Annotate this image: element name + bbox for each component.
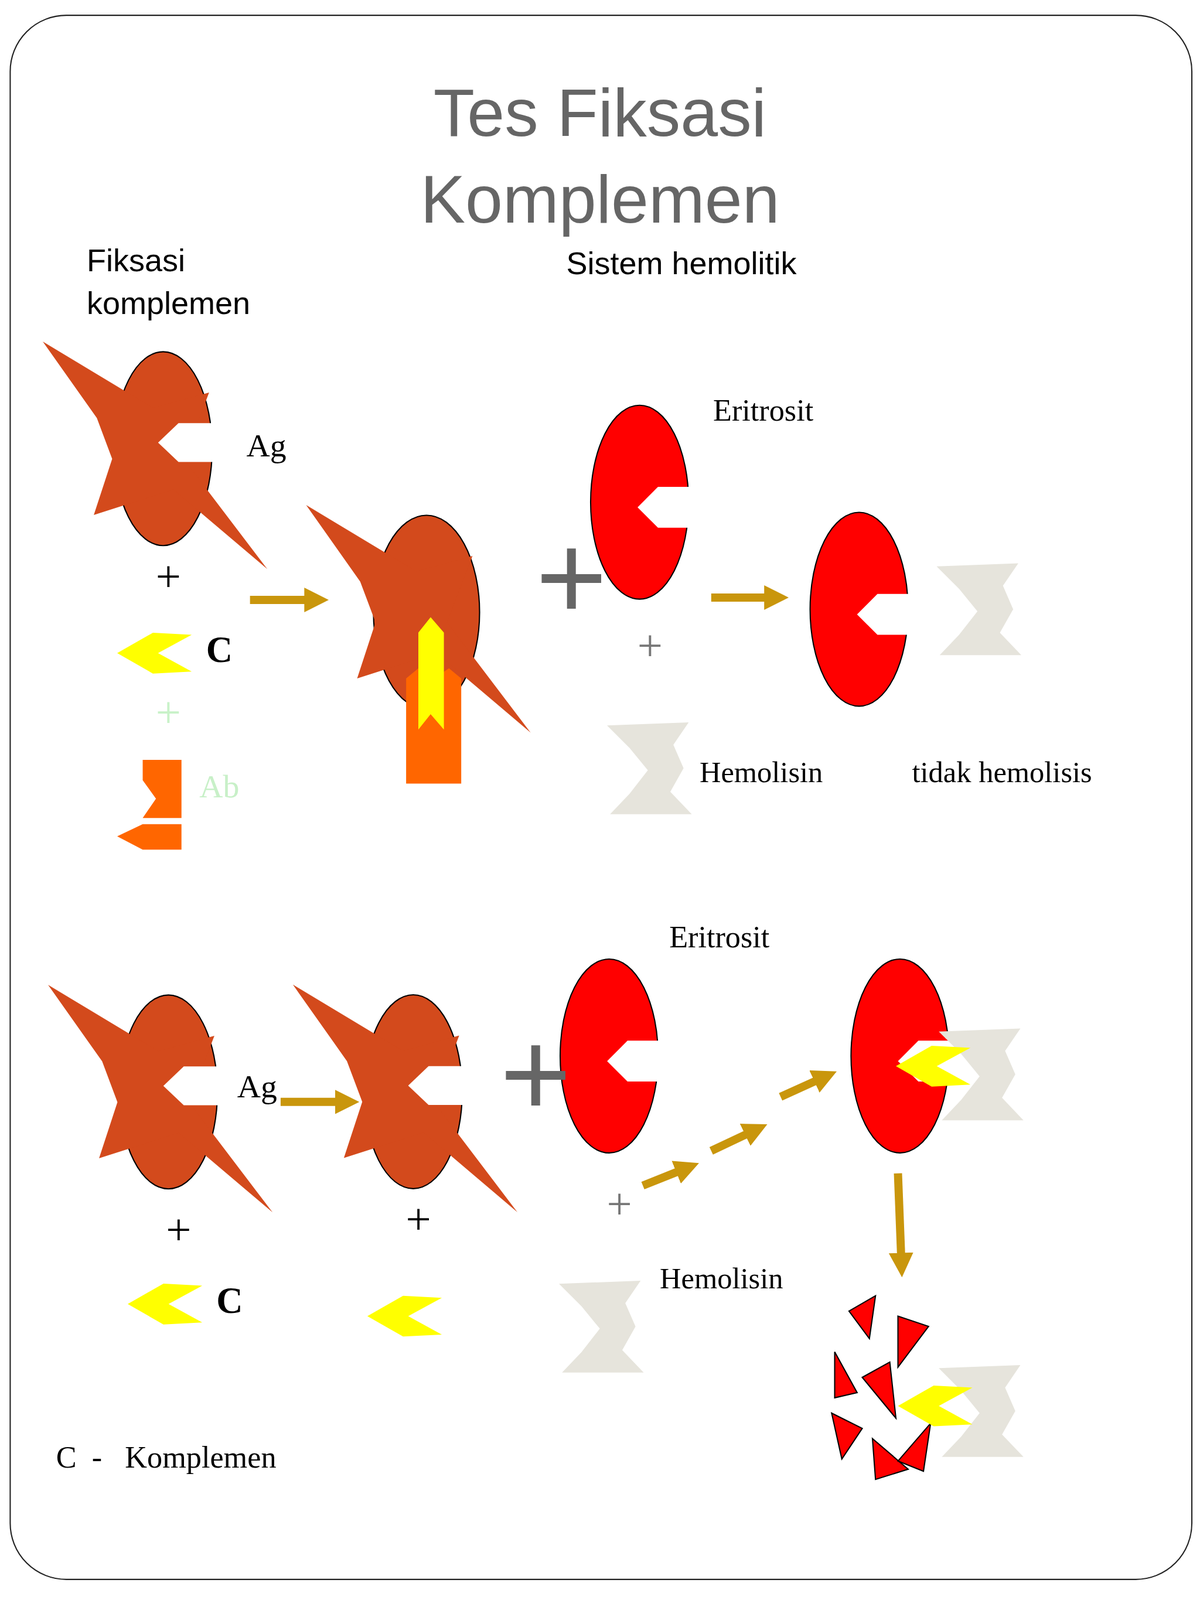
erythrocyte-node: Eritrosit [590, 404, 711, 600]
hemolysin-node: Hemolisin [558, 1280, 644, 1373]
node-label: Hemolisin [659, 1263, 783, 1294]
erythrocyte-fragment [862, 1362, 896, 1419]
erythrocyte-fragment [898, 1316, 929, 1368]
reaction-arrow [898, 1173, 902, 1259]
antigen-spikes [42, 341, 268, 569]
reaction-arrow [280, 1098, 340, 1107]
complement-node: C [127, 1283, 203, 1325]
node-label: Hemolisin [699, 757, 823, 788]
antibody-symbol [117, 824, 182, 851]
node-label: tidak hemolisis [912, 757, 1093, 788]
node-outline [117, 632, 192, 674]
node-outline [788, 510, 1021, 708]
node-outline [117, 759, 182, 850]
node-label: Eritrosit [669, 921, 770, 953]
reaction-arrow [780, 1079, 819, 1098]
erythrocyte-notch [607, 1040, 661, 1082]
plus-sign: + [165, 1207, 192, 1253]
plus-sign: + [499, 1012, 572, 1135]
node-outline [42, 341, 270, 572]
hemolysin-symbol [558, 1280, 644, 1373]
antigen-node: Ag [48, 984, 275, 1215]
key-note: C - Komplemen [56, 1441, 277, 1473]
node-label: Ab [199, 770, 240, 804]
node-label: Ag [246, 429, 286, 463]
plus-sign: + [405, 1197, 431, 1243]
erythrocyte-fragment [898, 1423, 932, 1472]
node-label: C [216, 1282, 243, 1320]
hemolysin-symbol [936, 563, 1022, 656]
reaction-arrow [642, 1170, 681, 1186]
plus-sign: + [606, 1181, 632, 1227]
node-label: Eritrosit [713, 394, 814, 426]
erythrocyte-fragment [831, 1413, 862, 1459]
hemolysin-symbol [938, 1365, 1024, 1458]
complement-symbol [418, 617, 445, 731]
complement-symbol [895, 1045, 971, 1087]
erythrocyte-notch [857, 594, 911, 636]
reaction-arrow [711, 593, 770, 602]
complement-symbol [117, 632, 192, 674]
erythrocyte-fragment [849, 1296, 876, 1339]
plus-sign: + [155, 554, 182, 600]
hemolysin-symbol [607, 722, 692, 815]
antigen-notch [163, 1066, 220, 1106]
complement-symbol [367, 1296, 442, 1338]
antigen-node: Ag [42, 341, 270, 572]
reaction-arrow [711, 1132, 750, 1151]
node-outline [558, 1280, 644, 1373]
node-label: C [206, 631, 233, 669]
complement-symbol [898, 1385, 973, 1427]
antigen-notch [408, 1066, 465, 1106]
reaction-arrow [250, 595, 310, 605]
complement-node: C [117, 632, 192, 674]
node-outline [560, 959, 663, 1154]
hemolysin-node: Hemolisin [607, 722, 692, 815]
erythrocyte-fragment [834, 1351, 858, 1398]
plus-sign: + [155, 689, 182, 735]
complement-symbol [127, 1283, 203, 1325]
antibody-node: Ab [117, 759, 182, 850]
erythrocyte-node: Eritrosit [560, 959, 663, 1154]
section-heading: Fiksasi komplemen [86, 239, 302, 325]
slide-title: Tes Fiksasi Komplemen [385, 69, 814, 243]
node-outline [127, 1283, 203, 1325]
node-outline [590, 404, 711, 600]
erythrocyte-notch [637, 486, 691, 528]
result-node: tidak hemolisis [788, 510, 1021, 708]
node-label: Ag [237, 1070, 278, 1104]
antibody-symbol [142, 759, 182, 818]
node-outline [607, 722, 692, 815]
section-heading: Sistem hemolitik [566, 247, 797, 279]
antigen-notch [158, 423, 215, 463]
slide-frame [9, 15, 1192, 1580]
plus-sign: + [535, 515, 608, 638]
plus-sign: + [637, 623, 663, 669]
